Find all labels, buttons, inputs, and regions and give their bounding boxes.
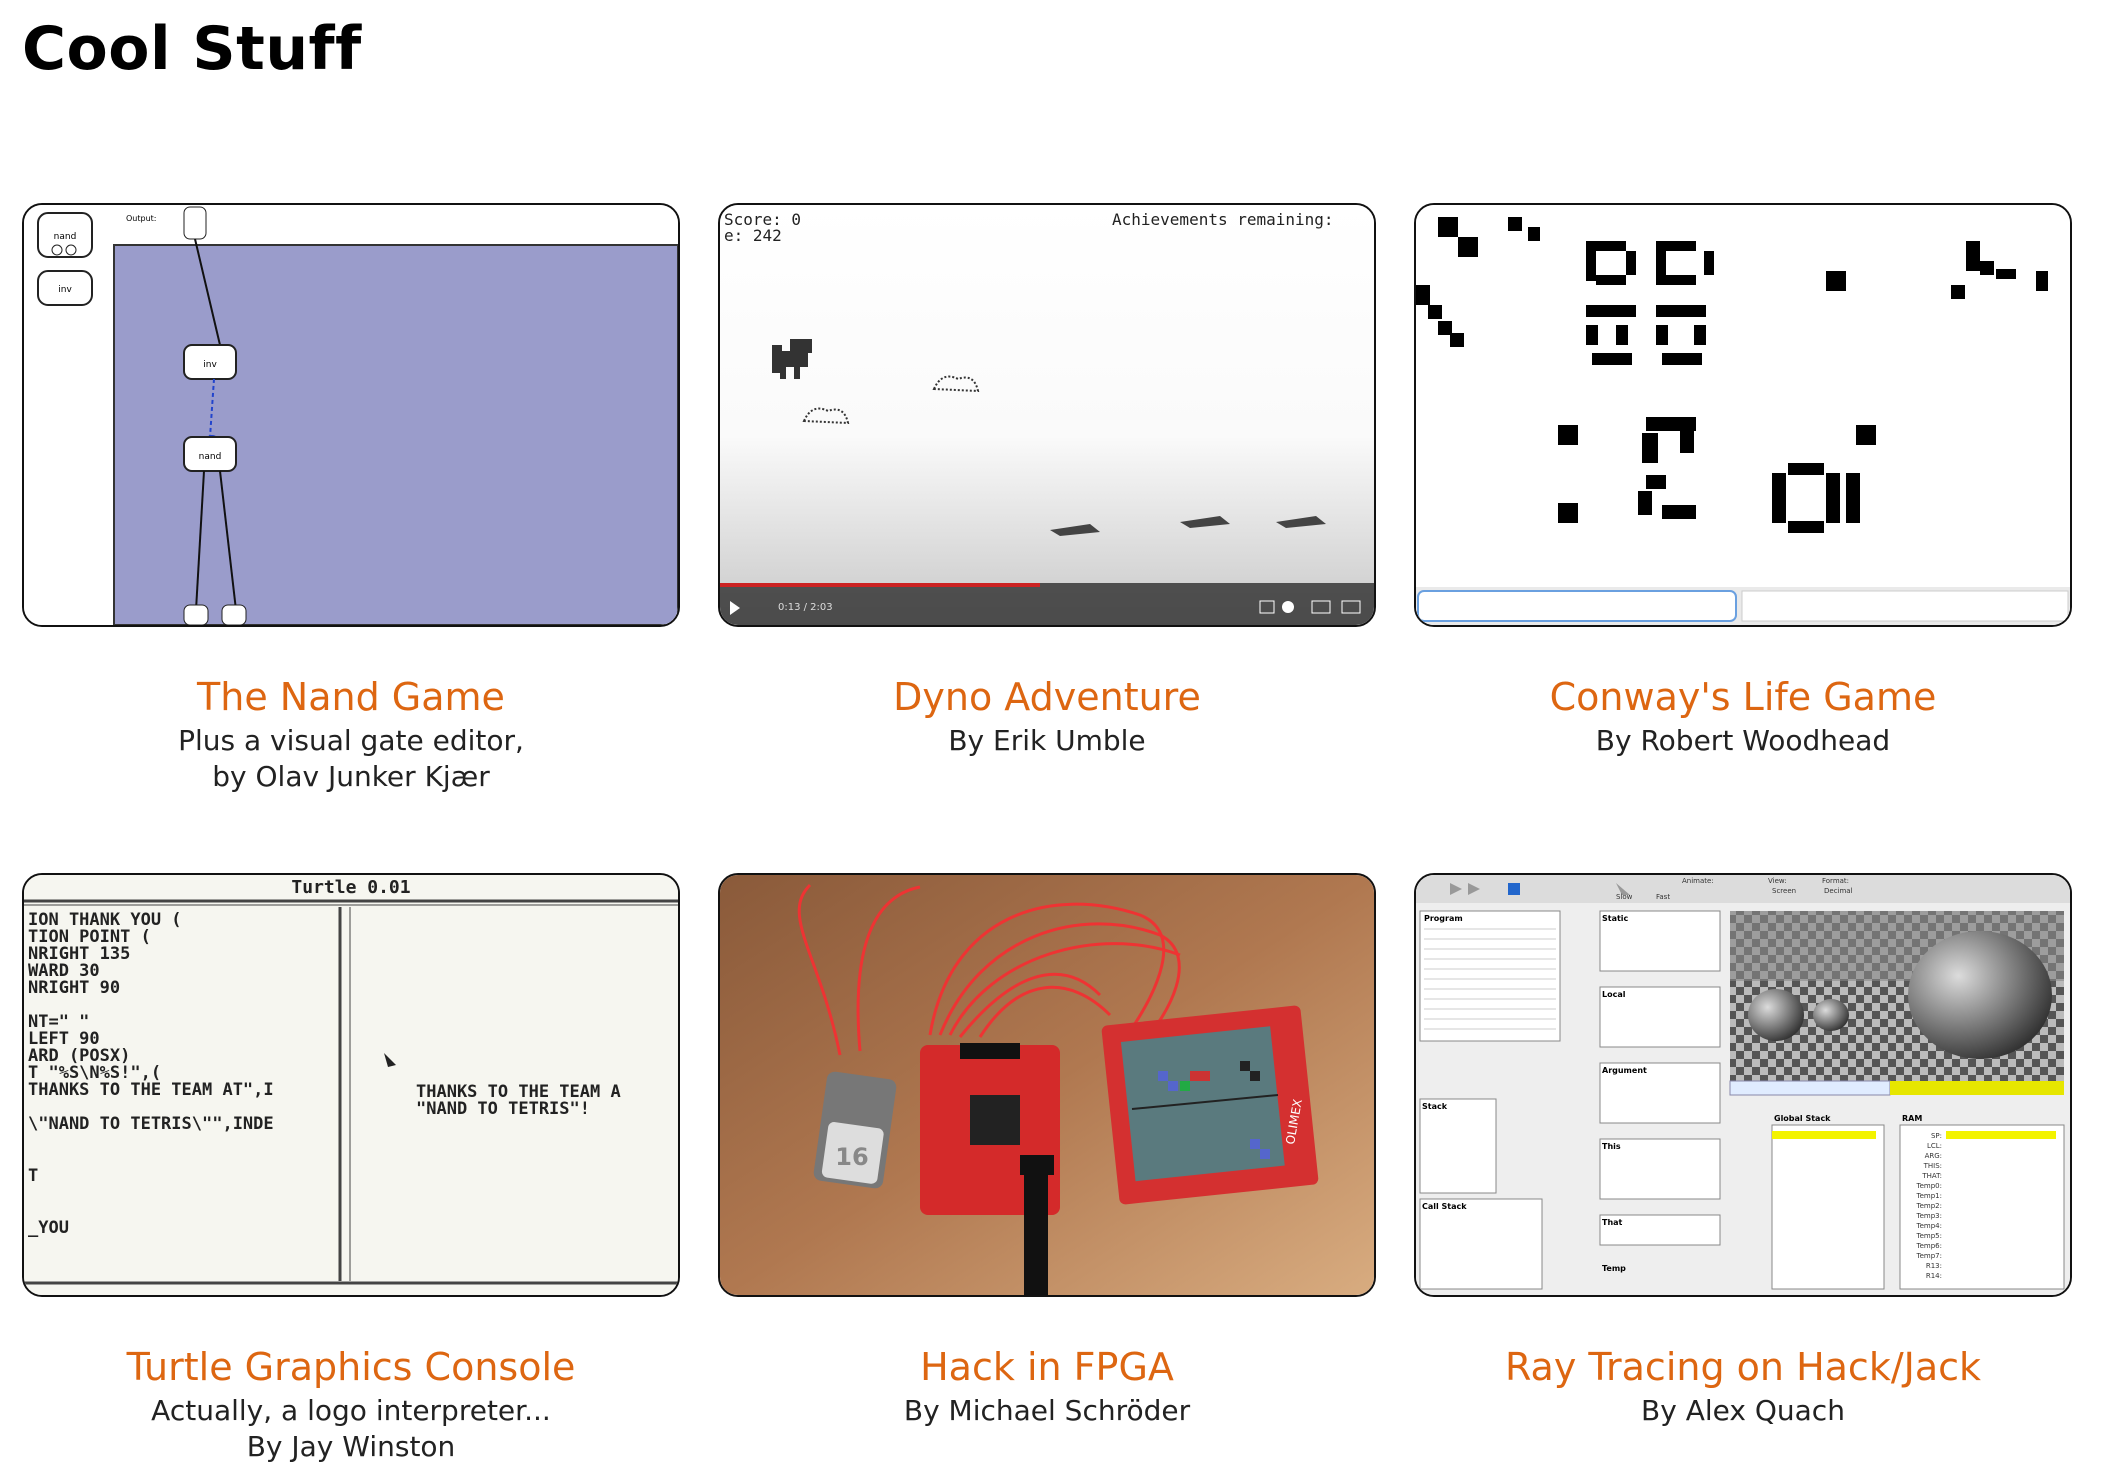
- svg-text:\"NAND TO TETRIS\"",INDE: \"NAND TO TETRIS\"",INDE: [28, 1114, 274, 1134]
- ray-tracing-title-link[interactable]: Ray Tracing on Hack/Jack: [1504, 1345, 1982, 1389]
- svg-text:Temp2:: Temp2:: [1916, 1202, 1942, 1210]
- cool-stuff-grid: nand inv Output: inv nand The Nand Game: [22, 203, 2086, 1463]
- svg-text:Global Stack: Global Stack: [1774, 1114, 1831, 1123]
- dyno-adventure-description: By Erik Umble: [948, 724, 1146, 757]
- video-time: 0:13 / 2:03: [778, 602, 833, 613]
- svg-text:R13:: R13:: [1926, 1262, 1942, 1270]
- svg-text:Temp5:: Temp5:: [1916, 1232, 1942, 1240]
- svg-text:Temp4:: Temp4:: [1916, 1222, 1942, 1230]
- svg-text:SP:: SP:: [1931, 1132, 1942, 1140]
- svg-text:NT=" ": NT=" ": [28, 1012, 89, 1032]
- svg-text:Temp: Temp: [1602, 1264, 1626, 1273]
- dyno-adventure-thumbnail[interactable]: Score: 0 e: 242 Achievements remaining: …: [718, 203, 1376, 627]
- svg-text:LCL:: LCL:: [1927, 1142, 1942, 1150]
- card-turtle-graphics: Turtle 0.01 ION THANK YOU ( TION POINT (…: [22, 873, 680, 1465]
- page-title: Cool Stuff: [22, 14, 362, 84]
- nand-game-thumbnail[interactable]: nand inv Output: inv nand: [22, 203, 680, 627]
- conways-life-description: By Robert Woodhead: [1595, 724, 1891, 757]
- card-nand-game: nand inv Output: inv nand The Nand Game: [22, 203, 680, 795]
- svg-text:Screen: Screen: [1772, 887, 1796, 895]
- svg-text:Temp3:: Temp3:: [1916, 1212, 1942, 1220]
- svg-text:THANKS TO THE TEAM AT",I: THANKS TO THE TEAM AT",I: [28, 1080, 274, 1100]
- svg-text:Local: Local: [1602, 990, 1626, 999]
- svg-text:View:: View:: [1768, 877, 1787, 885]
- sd-card-label: 16: [835, 1143, 868, 1171]
- dyno-adventure-image: Score: 0 e: 242 Achievements remaining: …: [720, 205, 1374, 625]
- svg-text:THAT:: THAT:: [1921, 1172, 1942, 1180]
- svg-text:This: This: [1602, 1142, 1621, 1151]
- svg-text:ARG:: ARG:: [1925, 1152, 1942, 1160]
- svg-text:T "%S\N%S!",(: T "%S\N%S!",(: [28, 1063, 161, 1083]
- dyno-score: Score: 0: [724, 210, 801, 229]
- svg-text:Program: Program: [1424, 914, 1463, 923]
- output-label: Output:: [126, 214, 156, 223]
- svg-text:NRIGHT 90: NRIGHT 90: [28, 978, 120, 998]
- hack-fpga-thumbnail[interactable]: 16 OLIMEX: [718, 873, 1376, 1297]
- ray-tracing-image: Slow Fast Animate: View: Screen Format: …: [1416, 875, 2070, 1295]
- svg-text:Temp6:: Temp6:: [1916, 1242, 1942, 1250]
- card-hack-fpga: 16 OLIMEX Hack in FPGA By Michael Sch: [718, 873, 1376, 1429]
- svg-text:Slow: Slow: [1616, 893, 1633, 901]
- conways-life-title-link[interactable]: Conway's Life Game: [1549, 675, 1937, 719]
- turtle-graphics-thumbnail[interactable]: Turtle 0.01 ION THANK YOU ( TION POINT (…: [22, 873, 680, 1297]
- palette-nand-label: nand: [54, 232, 77, 242]
- svg-text:Argument: Argument: [1602, 1066, 1647, 1075]
- hack-fpga-title-link[interactable]: Hack in FPGA: [920, 1345, 1174, 1389]
- ray-tracing-thumbnail[interactable]: Slow Fast Animate: View: Screen Format: …: [1414, 873, 2072, 1297]
- svg-text:LEFT 90: LEFT 90: [28, 1029, 100, 1049]
- conways-life-thumbnail[interactable]: [1414, 203, 2072, 627]
- nand-game-description: Plus a visual gate editor, by Olav Junke…: [178, 724, 524, 793]
- svg-text:ION THANK YOU (: ION THANK YOU (: [28, 910, 182, 930]
- svg-text:Static: Static: [1602, 914, 1629, 923]
- svg-text:ARD (POSX): ARD (POSX): [28, 1046, 130, 1066]
- card-ray-tracing: Slow Fast Animate: View: Screen Format: …: [1414, 873, 2072, 1429]
- gate-nand-label: nand: [199, 452, 222, 462]
- nand-game-title-link[interactable]: The Nand Game: [197, 675, 505, 719]
- turtle-graphics-title-link[interactable]: Turtle Graphics Console: [126, 1345, 576, 1389]
- svg-text:R14:: R14:: [1926, 1272, 1942, 1280]
- turtle-cursor-icon: [384, 1053, 396, 1067]
- svg-text:"NAND TO TETRIS"!: "NAND TO TETRIS"!: [416, 1099, 590, 1119]
- dyno-left-text: e: 242: [724, 226, 782, 245]
- svg-text:Animate:: Animate:: [1682, 877, 1714, 885]
- svg-text:Temp0:: Temp0:: [1916, 1182, 1942, 1190]
- svg-text:T: T: [28, 1166, 38, 1186]
- svg-text:Call Stack: Call Stack: [1422, 1202, 1467, 1211]
- turtle-graphics-description: Actually, a logo interpreter... By Jay W…: [151, 1394, 551, 1463]
- dyno-achievements: Achievements remaining:: [1112, 210, 1334, 229]
- svg-text:WARD 30: WARD 30: [28, 961, 100, 981]
- dyno-adventure-title-link[interactable]: Dyno Adventure: [893, 675, 1201, 719]
- dino-sprite: [772, 339, 812, 379]
- card-dyno-adventure: Score: 0 e: 242 Achievements remaining: …: [718, 203, 1376, 759]
- gate-inv-label: inv: [203, 360, 217, 370]
- svg-text:RAM: RAM: [1902, 1114, 1922, 1123]
- card-conways-life: Conway's Life Game By Robert Woodhead: [1414, 203, 2072, 759]
- svg-text:Fast: Fast: [1656, 893, 1670, 901]
- svg-text:THANKS TO THE TEAM A: THANKS TO THE TEAM A: [416, 1082, 621, 1102]
- svg-text:NRIGHT 135: NRIGHT 135: [28, 944, 130, 964]
- hack-fpga-description: By Michael Schröder: [903, 1394, 1191, 1427]
- turtle-code-lines: ION THANK YOU ( TION POINT ( NRIGHT 135 …: [28, 910, 621, 1238]
- turtle-graphics-image: Turtle 0.01 ION THANK YOU ( TION POINT (…: [24, 875, 678, 1295]
- svg-text:Temp7:: Temp7:: [1916, 1252, 1942, 1260]
- svg-text:Decimal: Decimal: [1824, 887, 1853, 895]
- hack-fpga-image: 16 OLIMEX: [720, 875, 1374, 1295]
- nand-game-image: nand inv Output: inv nand: [24, 205, 678, 625]
- svg-text:THIS:: THIS:: [1923, 1162, 1942, 1170]
- turtle-header: Turtle 0.01: [291, 877, 410, 898]
- palette-inv-label: inv: [58, 285, 72, 295]
- svg-text:_YOU: _YOU: [28, 1218, 69, 1238]
- svg-text:Format:: Format:: [1822, 877, 1849, 885]
- svg-text:That: That: [1602, 1218, 1623, 1227]
- ray-tracing-description: By Alex Quach: [1641, 1394, 1845, 1427]
- svg-text:Temp1:: Temp1:: [1916, 1192, 1942, 1200]
- svg-text:TION POINT (: TION POINT (: [28, 927, 151, 947]
- conways-life-image: [1416, 205, 2070, 625]
- svg-text:Stack: Stack: [1422, 1102, 1448, 1111]
